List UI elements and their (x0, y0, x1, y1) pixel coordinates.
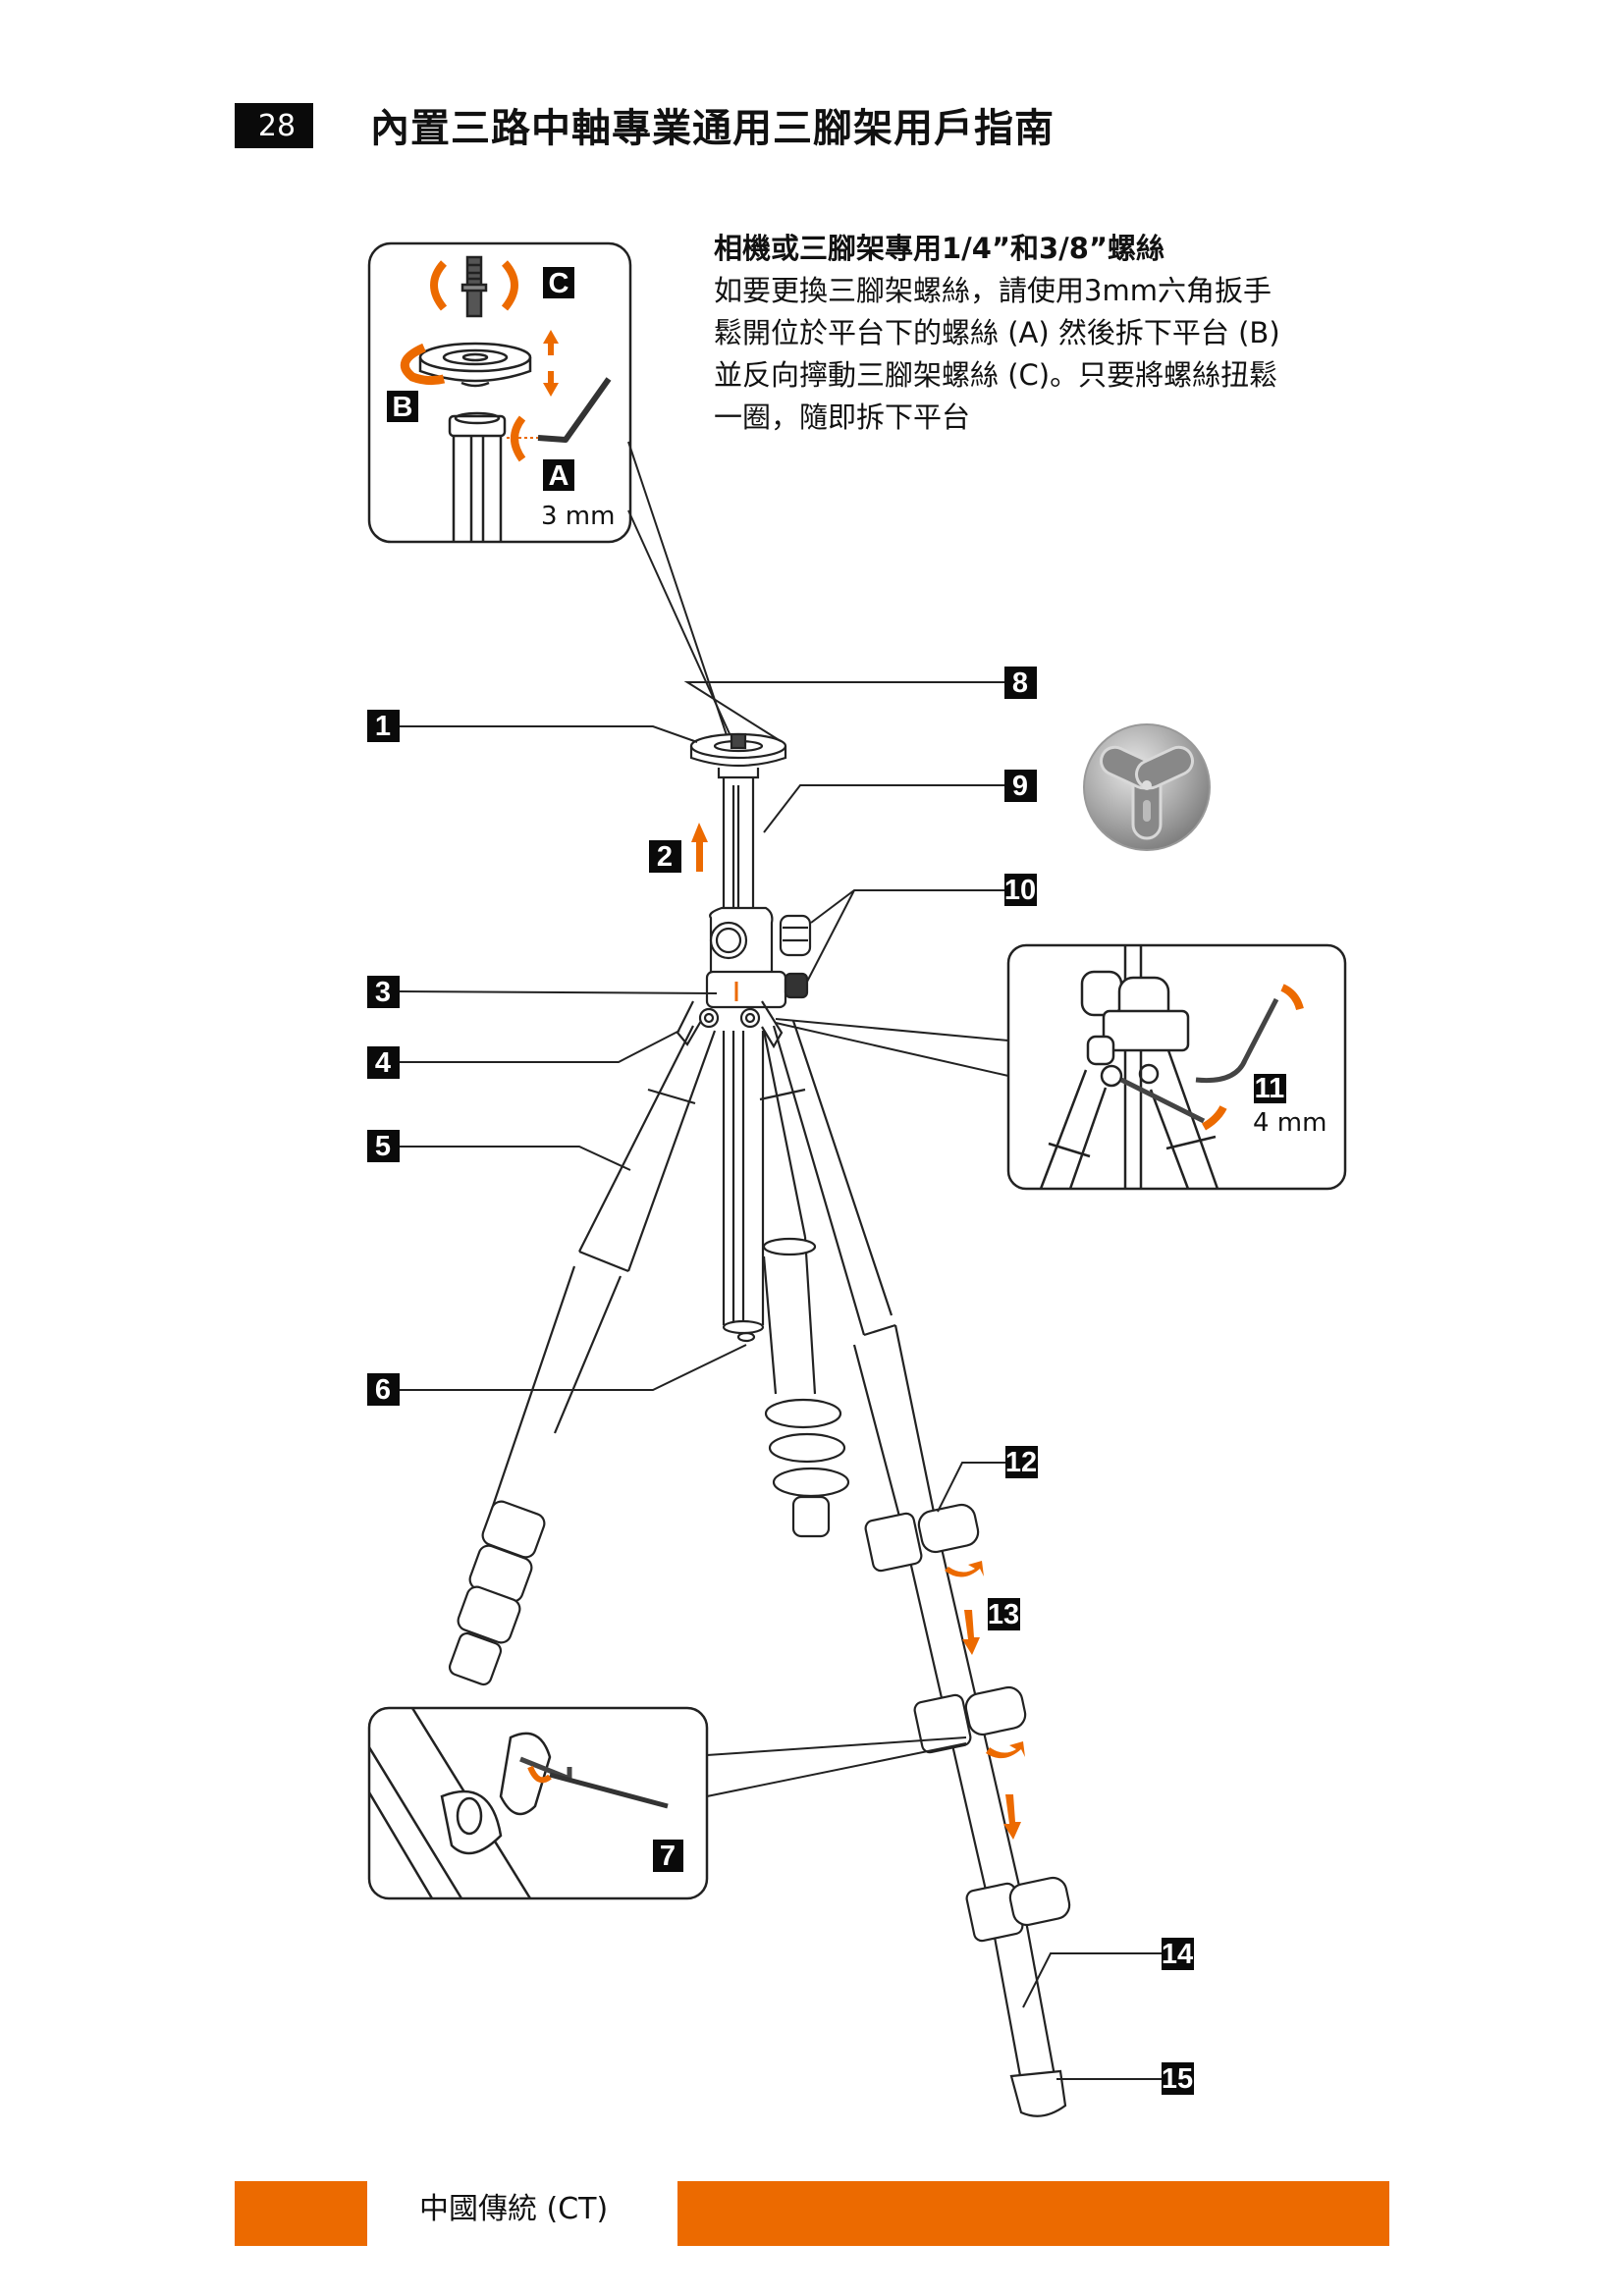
up-arrow-icon (691, 823, 708, 872)
rotate-arrow-icon (1280, 984, 1304, 1011)
rotate-arrow-icon (1201, 1105, 1227, 1131)
column-top-icon (448, 411, 507, 542)
svg-text:10: 10 (1004, 875, 1036, 906)
plate-icon (418, 342, 532, 388)
svg-text:9: 9 (1012, 771, 1028, 802)
svg-text:C: C (549, 268, 569, 299)
svg-text:14: 14 (1162, 1939, 1193, 1970)
svg-text:12: 12 (1005, 1447, 1037, 1478)
svg-text:4: 4 (375, 1047, 391, 1079)
callout-8: 8 (1004, 667, 1037, 699)
label-a: A (543, 459, 574, 492)
svg-text:2: 2 (657, 841, 673, 873)
leg-lock-icon (864, 1503, 1071, 1943)
inset-frame (1006, 943, 1347, 1191)
svg-text:A: A (549, 460, 569, 492)
hex-wrench-icon (1119, 1077, 1206, 1124)
description-line: 鬆開位於平台下的螺絲 (A) 然後拆下平台 (B) (714, 316, 1280, 349)
rotate-arrow-icon (945, 1561, 984, 1577)
callout-6: 6 (367, 1373, 400, 1406)
svg-text:1: 1 (375, 711, 391, 742)
inset-leader-lines (775, 1018, 1009, 1077)
callout-4: 4 (367, 1046, 400, 1079)
rotate-arrow-icon (986, 1741, 1025, 1759)
callout-2: 2 (649, 840, 681, 873)
wrench-size-3mm: 3 mm (541, 502, 615, 531)
rotate-arrow-icon (501, 260, 518, 311)
callout-13: 13 (988, 1598, 1020, 1630)
description-line: 一圈，隨即拆下平台 (714, 400, 971, 434)
hex-wrench-icon (549, 1772, 669, 1809)
inset-frame (367, 1706, 709, 1900)
hex-wrench-icon (1195, 997, 1279, 1084)
page-title: 內置三路中軸專業通用三腳架用戶指南 (370, 106, 1055, 151)
screw-icon (460, 255, 488, 318)
footer-bar-left (235, 2181, 367, 2246)
callout-3: 3 (367, 976, 400, 1008)
svg-text:6: 6 (375, 1374, 391, 1406)
rotate-arrow-icon (527, 1765, 552, 1784)
footer-bar-right (677, 2181, 1389, 2246)
leg-lock-icon (764, 1398, 850, 1538)
up-down-arrow-icon (543, 330, 559, 397)
callout-10: 10 (1004, 874, 1037, 906)
leg-lock-icon (448, 1500, 546, 1686)
description-line: 並反向擰動三腳架螺絲 (C)。只要將螺絲扭鬆 (714, 358, 1278, 392)
callout-15: 15 (1162, 2062, 1194, 2095)
svg-text:7: 7 (660, 1841, 676, 1872)
svg-text:8: 8 (1012, 667, 1028, 699)
hex-wrench-icon (537, 377, 612, 443)
three-way-column-logo (1083, 723, 1211, 851)
down-arrow-icon (1003, 1794, 1021, 1840)
inset-plate-screw (367, 241, 632, 544)
rotate-arrow-icon (400, 343, 446, 386)
svg-text:15: 15 (1162, 2063, 1193, 2095)
label-c: C (543, 267, 574, 299)
rotate-arrow-icon (430, 260, 448, 311)
callout-leader-lines (399, 681, 1178, 2080)
inset-leader-lines (627, 441, 732, 742)
label-7: 7 (653, 1840, 683, 1872)
svg-text:13: 13 (988, 1599, 1019, 1630)
inset-leg-angle (1006, 943, 1347, 1191)
callout-9: 9 (1004, 770, 1037, 802)
page-number: 28 (235, 103, 313, 148)
inset-leader-lines (706, 1736, 967, 1797)
footer-language: 中國傳統 (CT) (419, 2192, 609, 2226)
callout-1: 1 (367, 710, 400, 742)
description-line: 如要更換三腳架螺絲，請使用3mm六角扳手 (714, 274, 1272, 307)
wrench-size-4mm: 4 mm (1253, 1108, 1326, 1138)
label-11: 11 (1254, 1073, 1286, 1104)
callout-5: 5 (367, 1130, 400, 1162)
description-title: 相機或三腳架專用1/4”和3/8”螺絲 (714, 232, 1165, 265)
callout-12: 12 (1005, 1446, 1038, 1478)
orange-arrows (691, 823, 1025, 1840)
inset-leg-lock (367, 1706, 709, 1900)
down-arrow-icon (962, 1610, 980, 1655)
svg-text:3: 3 (375, 977, 391, 1008)
svg-text:5: 5 (375, 1131, 391, 1162)
rubber-foot-icon (1009, 2069, 1067, 2117)
svg-text:11: 11 (1255, 1073, 1285, 1104)
svg-text:B: B (393, 392, 413, 423)
tripod-illustration (448, 732, 1071, 2117)
label-b: B (387, 391, 418, 423)
screw-description: 相機或三腳架專用1/4”和3/8”螺絲 如要更換三腳架螺絲，請使用3mm六角扳手… (714, 228, 1342, 439)
callout-14: 14 (1162, 1938, 1194, 1970)
